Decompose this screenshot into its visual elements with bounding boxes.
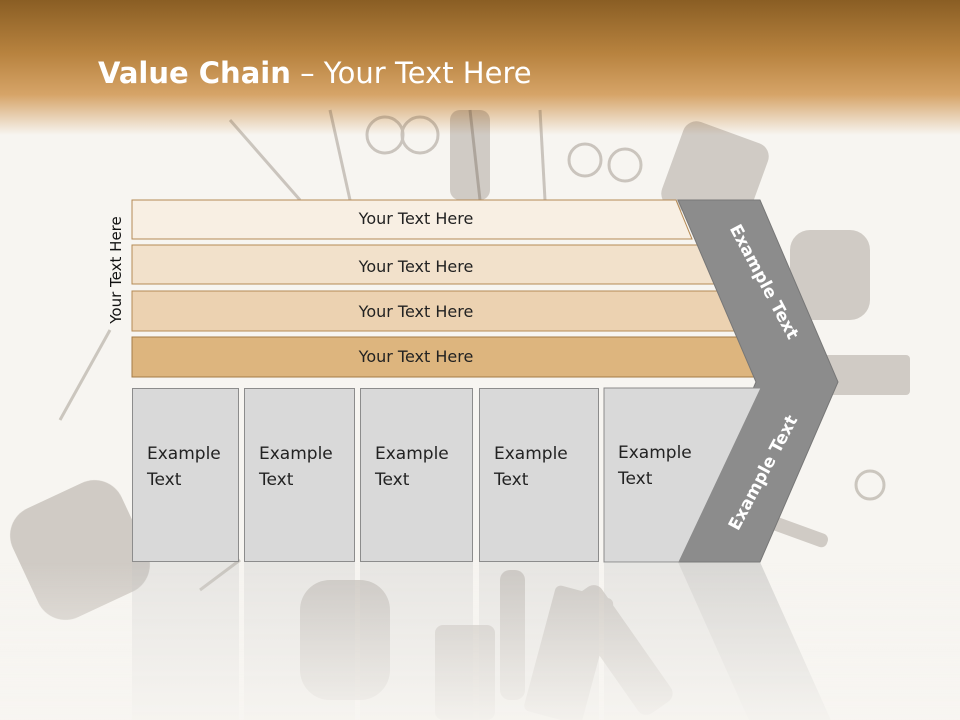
reflection-fade <box>0 562 960 720</box>
title-bold: Value Chain <box>98 56 291 90</box>
title-rest: – Your Text Here <box>290 56 532 90</box>
column-5-label: Example Text <box>618 443 692 489</box>
column-3: Example Text <box>360 388 473 562</box>
column-1: Example Text <box>132 388 239 562</box>
column-3-label: Example Text <box>375 444 449 490</box>
stripe-4-label: Your Text Here <box>358 347 474 366</box>
column-2-label: Example Text <box>259 444 333 490</box>
stripe-1-label: Your Text Here <box>358 209 474 228</box>
column-4: Example Text <box>479 388 599 562</box>
column-4-label: Example Text <box>494 444 568 490</box>
page-title: Value Chain – Your Text Here <box>98 56 532 90</box>
column-2: Example Text <box>244 388 355 562</box>
header-band <box>0 0 960 135</box>
reflection <box>0 562 960 720</box>
stripe-1-shape <box>131 199 693 240</box>
stripe-3-label: Your Text Here <box>358 302 474 321</box>
stripe-2-label: Your Text Here <box>358 257 474 276</box>
column-1-label: Example Text <box>147 444 221 490</box>
